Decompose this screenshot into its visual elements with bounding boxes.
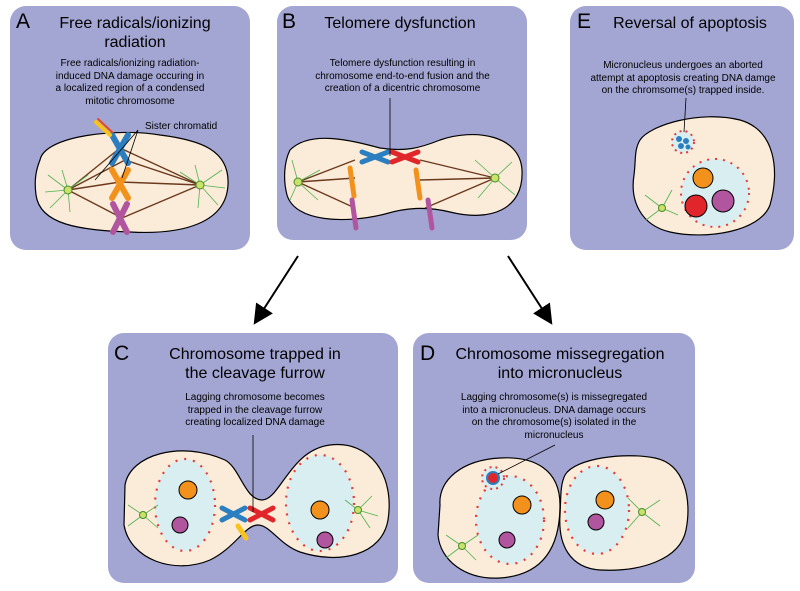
panel-e-letter: E	[577, 10, 592, 33]
panel-b-cell	[284, 98, 523, 231]
arrow-down-left-icon	[253, 255, 299, 325]
panel-e-title: Reversal of apoptosis	[613, 15, 767, 32]
arrow-down-right-icon	[507, 255, 553, 325]
panel-c-letter: C	[114, 342, 130, 365]
panel-b-title: Telomere dysfunction	[324, 15, 476, 32]
panel-e-description: Micronucleus undergoes an aborted attemp…	[590, 60, 776, 96]
panel-c-cell	[123, 435, 390, 567]
panel-b-letter: B	[282, 10, 297, 33]
panel-c-title: Chromosome trapped in the cleavage furro…	[169, 346, 341, 383]
panel-d-letter: D	[420, 342, 436, 365]
panel-a-description: Free radicals/ionizing radiation- induce…	[55, 58, 205, 107]
panel-b-description: Telomere dysfunction resulting in chromo…	[315, 58, 490, 94]
panel-d-description: Lagging chromosome(s) is missegregated i…	[460, 392, 648, 441]
panel-e-cell	[632, 97, 776, 236]
panel-d-cells	[437, 444, 689, 579]
sister-chromatid-label: Sister chromatid	[145, 121, 218, 132]
panel-a-letter: A	[16, 10, 31, 33]
panel-c-description: Lagging chromosome becomes trapped in th…	[185, 392, 325, 428]
panel-a-title: Free radicals/ionizing radiation	[59, 15, 211, 52]
panel-d-title: Chromosome missegregation into micronucl…	[455, 346, 665, 383]
panel-a-cell	[34, 118, 229, 235]
